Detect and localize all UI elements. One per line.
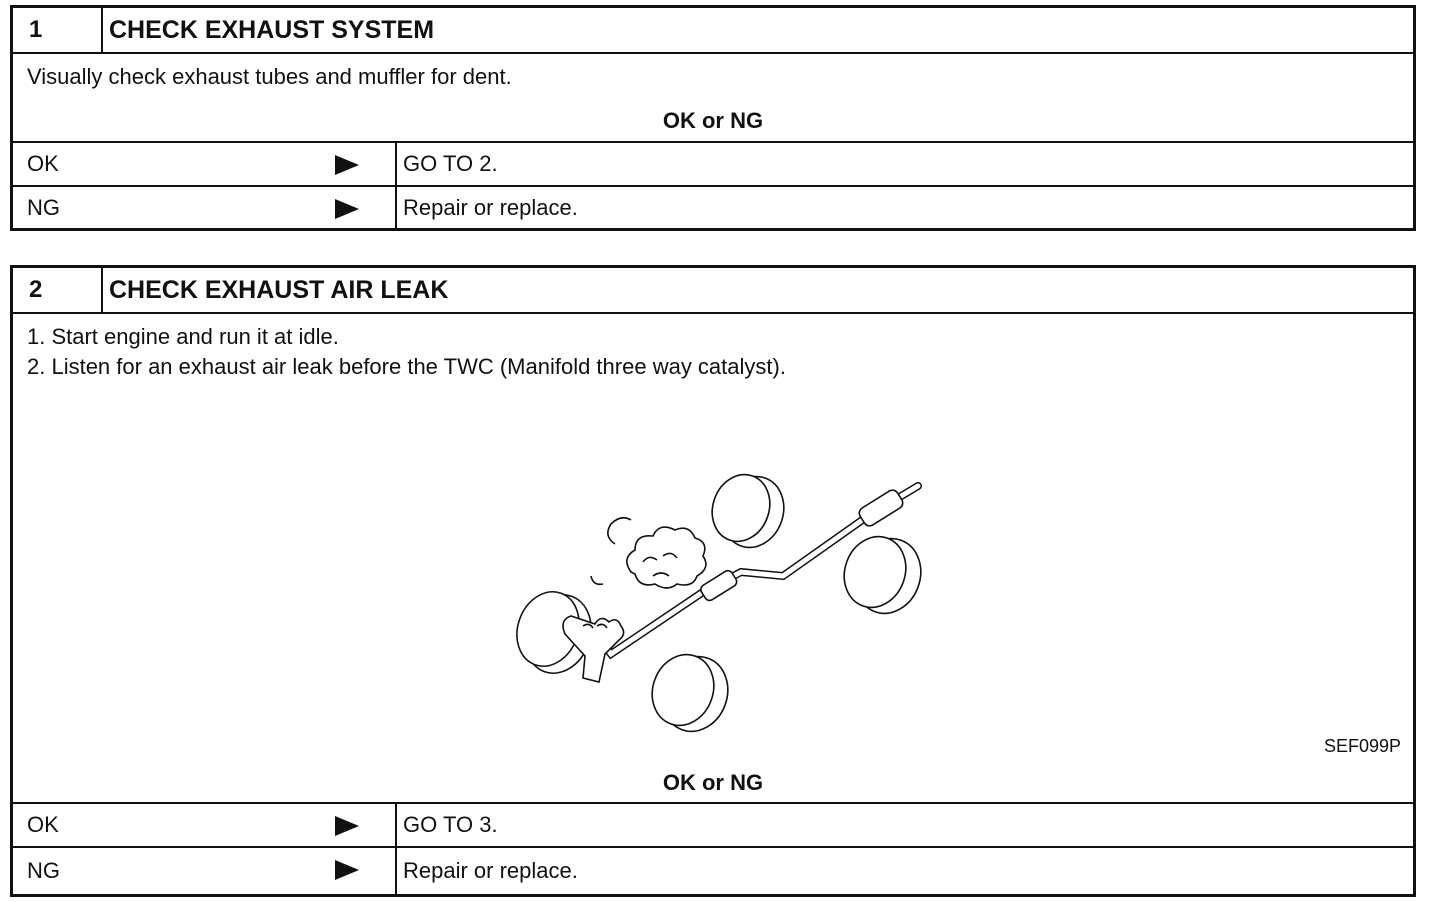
ok-or-ng-heading: OK or NG (662, 108, 764, 133)
option-label: OK (27, 812, 59, 837)
option-result: Repair or replace. (403, 194, 578, 220)
arrow-right-icon (335, 860, 359, 880)
divider (395, 848, 397, 894)
step-2-body: 1. Start engine and run it at idle. 2. L… (13, 314, 1413, 804)
muffler (858, 489, 904, 527)
option-row-ng: NG Repair or replace. (13, 848, 1413, 894)
exhaust-system-illustration (516, 473, 922, 733)
instruction-text: Visually check exhaust tubes and muffler… (27, 64, 512, 89)
hand (562, 615, 625, 683)
instruction-line-1: 1. Start engine and run it at idle. (27, 324, 339, 349)
divider (395, 804, 397, 846)
option-label: NG (27, 194, 60, 220)
step-2-header: 2 CHECK EXHAUST AIR LEAK (13, 268, 1413, 314)
wheel-rear-left (516, 591, 592, 674)
divider (395, 187, 397, 228)
option-label: OK (27, 151, 59, 176)
option-result: Repair or replace. (403, 858, 578, 883)
step-1-box: 1 CHECK EXHAUST SYSTEM Visually check ex… (10, 5, 1416, 231)
figure-code: SEF099P (1323, 736, 1401, 756)
exhaust-leak-cloud (590, 516, 707, 589)
arrow-right-icon (335, 199, 359, 219)
catalyst (700, 569, 738, 602)
step-number: 2 (13, 268, 103, 312)
step-2-box: 2 CHECK EXHAUST AIR LEAK 1. Start engine… (10, 265, 1416, 897)
option-row-ok: OK GO TO 3. (13, 804, 1413, 848)
step-title: CHECK EXHAUST AIR LEAK (109, 275, 449, 304)
step-1-body: Visually check exhaust tubes and muffler… (13, 54, 1413, 143)
arrow-right-icon (335, 816, 359, 836)
option-result: GO TO 2. (403, 151, 498, 176)
step-title: CHECK EXHAUST SYSTEM (109, 15, 435, 44)
option-row-ok: OK GO TO 2. (13, 143, 1413, 187)
wheel-front-right (843, 535, 922, 615)
instruction-line-2: 2. Listen for an exhaust air leak before… (27, 354, 786, 379)
step-number: 1 (13, 8, 103, 52)
step-1-header: 1 CHECK EXHAUST SYSTEM (13, 8, 1413, 54)
wheel-front-left (651, 653, 729, 733)
option-result: GO TO 3. (403, 812, 498, 837)
option-label: NG (27, 858, 60, 883)
wheel-rear-right (711, 473, 785, 549)
divider (395, 143, 397, 185)
ok-or-ng-heading: OK or NG (662, 770, 764, 795)
option-row-ng: NG Repair or replace. (13, 187, 1413, 228)
arrow-right-icon (335, 155, 359, 175)
